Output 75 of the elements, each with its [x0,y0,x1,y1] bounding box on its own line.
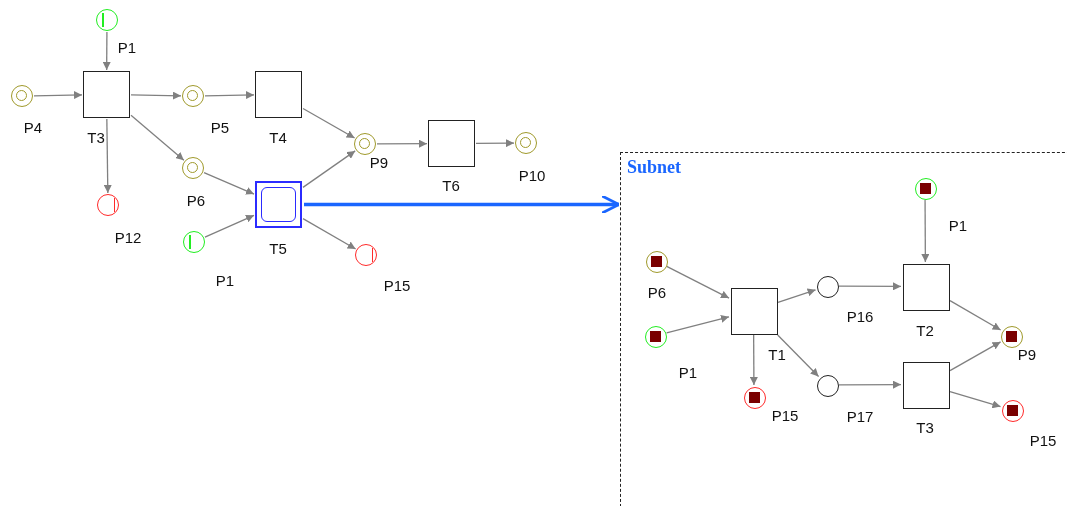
place-circle [1002,400,1024,422]
transition-box [83,71,130,118]
arrow [130,114,185,161]
transition-box [903,264,950,311]
arrow [302,218,357,250]
transition-box [731,288,778,335]
arrow [949,300,1002,331]
arrow [475,139,515,148]
arrow [949,341,1002,372]
node-label: T5 [269,239,287,257]
node-label: P1 [117,38,137,56]
place-circle [817,276,839,298]
arrow [204,214,255,238]
arrow [838,282,902,291]
place-circle [915,178,937,200]
transition-box [255,71,302,118]
place-circle [354,133,376,155]
node-label: P9 [1017,345,1037,363]
arrow [302,150,356,188]
node-label: P1 [678,363,698,381]
arrow [304,194,621,215]
node-label: P4 [23,118,43,136]
node-label: P12 [114,228,142,246]
place-circle [355,244,377,266]
node-label: P16 [846,307,874,325]
arrow [102,31,111,71]
arrow [838,380,902,389]
arrow [749,334,758,386]
arrow [204,91,255,100]
place-circle [645,326,667,348]
place-circle [11,85,33,107]
subnet-transition-box [255,181,302,228]
node-label: P5 [210,118,230,136]
place-circle [182,157,204,179]
place-circle [817,375,839,397]
arrow [103,118,112,194]
node-label: P6 [647,283,667,301]
subnet-title: Subnet [627,157,682,178]
arrow [777,334,820,378]
node-label: P15 [1029,431,1057,449]
transition-box [428,120,475,167]
arrow [665,315,730,334]
node-label: P1 [215,271,235,289]
arrow [302,107,356,139]
place-circle [1001,326,1023,348]
place-circle [182,85,204,107]
node-label: P1 [948,216,968,234]
subnet-frame [620,152,1067,506]
node-label: T1 [768,345,786,363]
node-label: P9 [369,153,389,171]
place-circle [96,9,118,31]
arrow [376,139,428,148]
node-label: P15 [771,406,799,424]
node-label: T6 [442,176,460,194]
node-label: T4 [269,128,287,146]
node-label: T2 [916,321,934,339]
arrow [666,265,730,299]
arrow [777,288,817,303]
arrow [203,172,255,195]
transition-box [903,362,950,409]
node-label: T3 [916,418,934,436]
node-label: P6 [186,191,206,209]
arrow [33,91,83,100]
arrow [130,91,182,100]
node-label: P15 [383,276,411,294]
place-circle [744,387,766,409]
node-label: T3 [87,128,105,146]
place-circle [646,251,668,273]
arrow [921,199,930,263]
node-label: P17 [846,407,874,425]
place-circle [97,194,119,216]
place-circle [183,231,205,253]
place-circle [515,132,537,154]
arrow [949,391,1002,409]
node-label: P10 [518,166,546,184]
